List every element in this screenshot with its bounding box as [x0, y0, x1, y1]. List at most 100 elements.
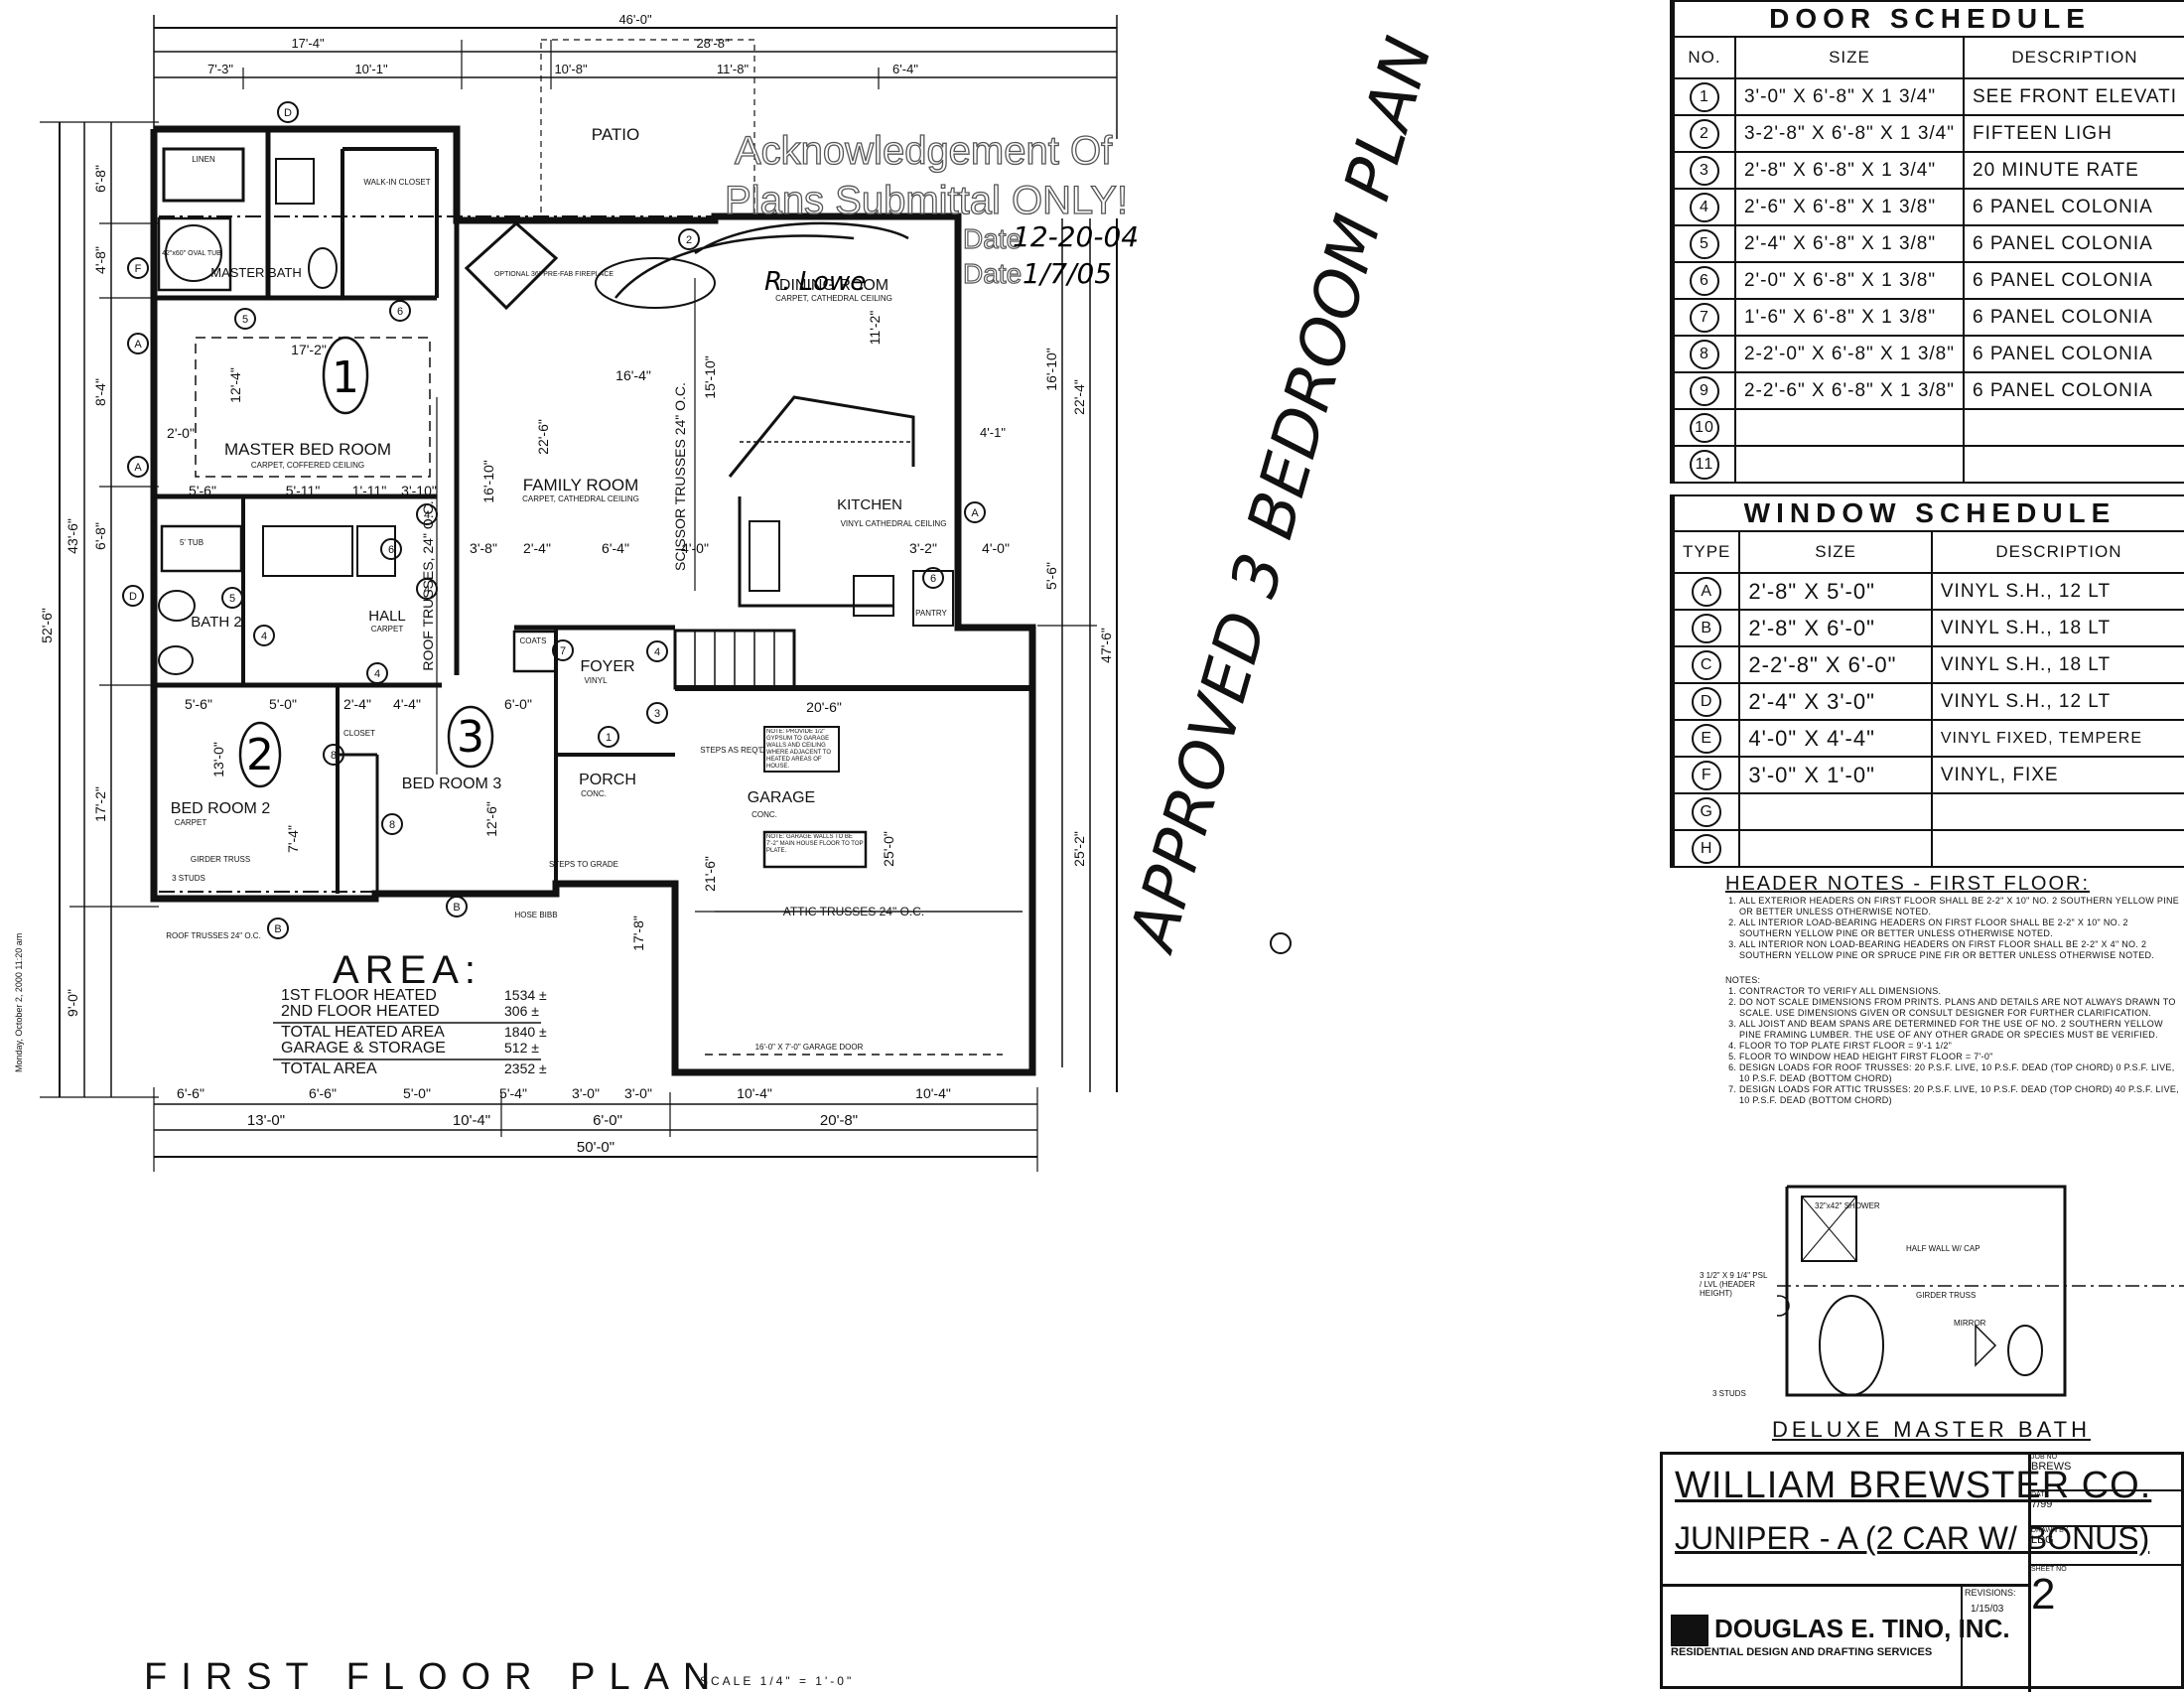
area-row-1-value: 1534 ±	[504, 987, 547, 1003]
window-col-type: TYPE	[1672, 530, 1741, 574]
label-roof-trusses: ROOF TRUSSES 24" O.C.	[166, 931, 261, 940]
room-porch-note: CONC.	[581, 789, 607, 798]
dim-left-overall: 52'-6"	[39, 608, 55, 643]
dim-right-overall: 47'-6"	[1098, 628, 1114, 663]
label-studs: 3 STUDS	[172, 874, 205, 883]
window-col-desc: DESCRIPTION	[1930, 530, 2184, 574]
room-porch: PORCH	[579, 772, 636, 788]
dim-bottom-4: 20'-8"	[820, 1112, 858, 1129]
label-tub: 5' TUB	[180, 538, 204, 547]
general-note: CONTRACTOR TO VERIFY ALL DIMENSIONS.	[1739, 986, 2182, 997]
area-row-3-label: TOTAL HEATED AREA	[281, 1024, 445, 1041]
bath-half-wall: HALF WALL W/ CAP	[1906, 1244, 1980, 1253]
header-note: ALL INTERIOR NON LOAD-BEARING HEADERS ON…	[1739, 939, 2182, 961]
bath-girder: GIRDER TRUSS	[1916, 1291, 1976, 1300]
room-bed3: BED ROOM 3	[402, 776, 502, 792]
svg-text:17'-2": 17'-2"	[291, 342, 327, 357]
floor-plan-drawing: 46'-0" 17'-4" 28'-8" 7'-3" 10'-1" 10'-8"…	[14, 12, 1447, 1689]
room-family: FAMILY ROOM	[523, 476, 639, 494]
table-row: G	[1672, 792, 2184, 831]
area-row-5-label: TOTAL AREA	[281, 1060, 377, 1077]
dim-top-overall: 46'-0"	[618, 12, 652, 27]
label-closet: CLOSET	[343, 729, 375, 738]
svg-text:13'-0": 13'-0"	[210, 742, 226, 777]
svg-text:25'-0": 25'-0"	[881, 831, 896, 867]
label-coats: COATS	[520, 636, 547, 645]
svg-text:8: 8	[389, 819, 395, 831]
dim-bottom-c5: 3'-0"	[572, 1085, 600, 1101]
room-garage-note: CONC.	[751, 810, 777, 819]
deluxe-bath-title: DELUXE MASTER BATH	[1772, 1417, 2091, 1442]
label-attic-trusses: ATTIC TRUSSES 24" O.C.	[783, 905, 925, 918]
dim-bottom-2: 10'-4"	[453, 1112, 490, 1129]
scale-label: SCALE 1/4" = 1'-0"	[700, 1674, 854, 1688]
revisions-label: REVISIONS:	[1965, 1588, 2016, 1598]
label-gypsum-note: NOTE: PROVIDE 1/2" GYPSUM TO GARAGE WALL…	[766, 729, 832, 770]
label-steps-grade: STEPS TO GRADE	[549, 860, 618, 869]
dim-left-3: 8'-4"	[92, 378, 108, 406]
handwritten-mark-3: 3	[457, 712, 484, 763]
area-title: AREA:	[333, 948, 481, 992]
bath-mirror: MIRROR	[1954, 1319, 1986, 1328]
label-pantry: PANTRY	[915, 609, 947, 618]
svg-text:12'-6": 12'-6"	[483, 801, 499, 837]
svg-text:1: 1	[606, 732, 612, 744]
window-col-size: SIZE	[1738, 530, 1933, 574]
header-notes: HEADER NOTES - FIRST FLOOR: ALL EXTERIOR…	[1725, 874, 2182, 1106]
svg-text:12'-4": 12'-4"	[227, 367, 243, 403]
header-note: ALL EXTERIOR HEADERS ON FIRST FLOOR SHAL…	[1739, 896, 2182, 917]
dim-left-2: 4'-8"	[92, 246, 108, 274]
label-walkin: WALK-IN CLOSET	[363, 178, 430, 187]
door-col-no: NO.	[1673, 36, 1736, 79]
stamp-date2-label: Date	[963, 258, 1022, 289]
dim-left-b: 9'-0"	[65, 989, 80, 1017]
room-hall-note: CARPET	[371, 625, 404, 634]
header-note: ALL INTERIOR LOAD-BEARING HEADERS ON FIR…	[1739, 917, 2182, 939]
stamp-date1-label: Date	[963, 223, 1022, 254]
svg-text:3'-10": 3'-10"	[401, 483, 437, 498]
general-note: DO NOT SCALE DIMENSIONS FROM PRINTS. PLA…	[1739, 997, 2182, 1019]
room-foyer-note: VINYL	[584, 676, 608, 685]
dim-right-2: 22'-4"	[1071, 379, 1087, 415]
room-bed2-note: CARPET	[175, 818, 207, 827]
svg-text:2'-4": 2'-4"	[523, 540, 551, 556]
dim-left-5: 17'-2"	[92, 786, 108, 822]
table-row: 10	[1673, 408, 2184, 447]
svg-text:B: B	[453, 902, 460, 914]
svg-text:11'-2": 11'-2"	[867, 311, 883, 346]
stamp-date2: 1/7/05	[1023, 257, 1112, 290]
svg-text:2'-4": 2'-4"	[343, 696, 371, 712]
area-row-5-value: 2352 ±	[504, 1060, 547, 1076]
svg-text:4'-4": 4'-4"	[393, 696, 421, 712]
room-family-note: CARPET, CATHEDRAL CEILING	[522, 494, 639, 503]
dim-top-b: 28'-8"	[696, 36, 730, 51]
general-note: FLOOR TO TOP PLATE FIRST FLOOR = 9'-1 1/…	[1739, 1041, 2182, 1052]
area-block: AREA: 1ST FLOOR HEATED 1534 ± 2ND FLOOR …	[273, 948, 547, 1077]
dim-bottom-c4: 5'-4"	[499, 1085, 527, 1101]
dim-bottom-1: 13'-0"	[247, 1112, 285, 1129]
bath-header-note: 3 1/2" X 9 1/4" PSL / LVL (HEADER HEIGHT…	[1700, 1271, 1768, 1298]
dim-bottom-c1: 6'-6"	[177, 1085, 205, 1101]
svg-text:7'-4": 7'-4"	[285, 825, 301, 853]
label-hose-bibb: HOSE BIBB	[514, 911, 557, 919]
svg-text:B: B	[274, 923, 281, 935]
stamp-line1: Acknowledgement Of	[735, 129, 1113, 173]
room-garage: GARAGE	[748, 789, 815, 806]
room-kitchen-note: VINYL CATHEDRAL CEILING	[841, 519, 947, 528]
room-master-bath: MASTER BATH	[210, 265, 302, 280]
svg-text:6'-4": 6'-4"	[602, 540, 629, 556]
svg-text:5'-6": 5'-6"	[189, 483, 216, 498]
svg-text:2'-0": 2'-0"	[167, 425, 195, 441]
dim-bottom-c6: 3'-0"	[624, 1085, 652, 1101]
area-row-1-label: 1ST FLOOR HEATED	[281, 987, 437, 1004]
svg-text:1'-11": 1'-11"	[352, 483, 387, 498]
label-roof-trusses-hall: ROOF TRUSSES, 24" O.C.	[420, 500, 436, 670]
